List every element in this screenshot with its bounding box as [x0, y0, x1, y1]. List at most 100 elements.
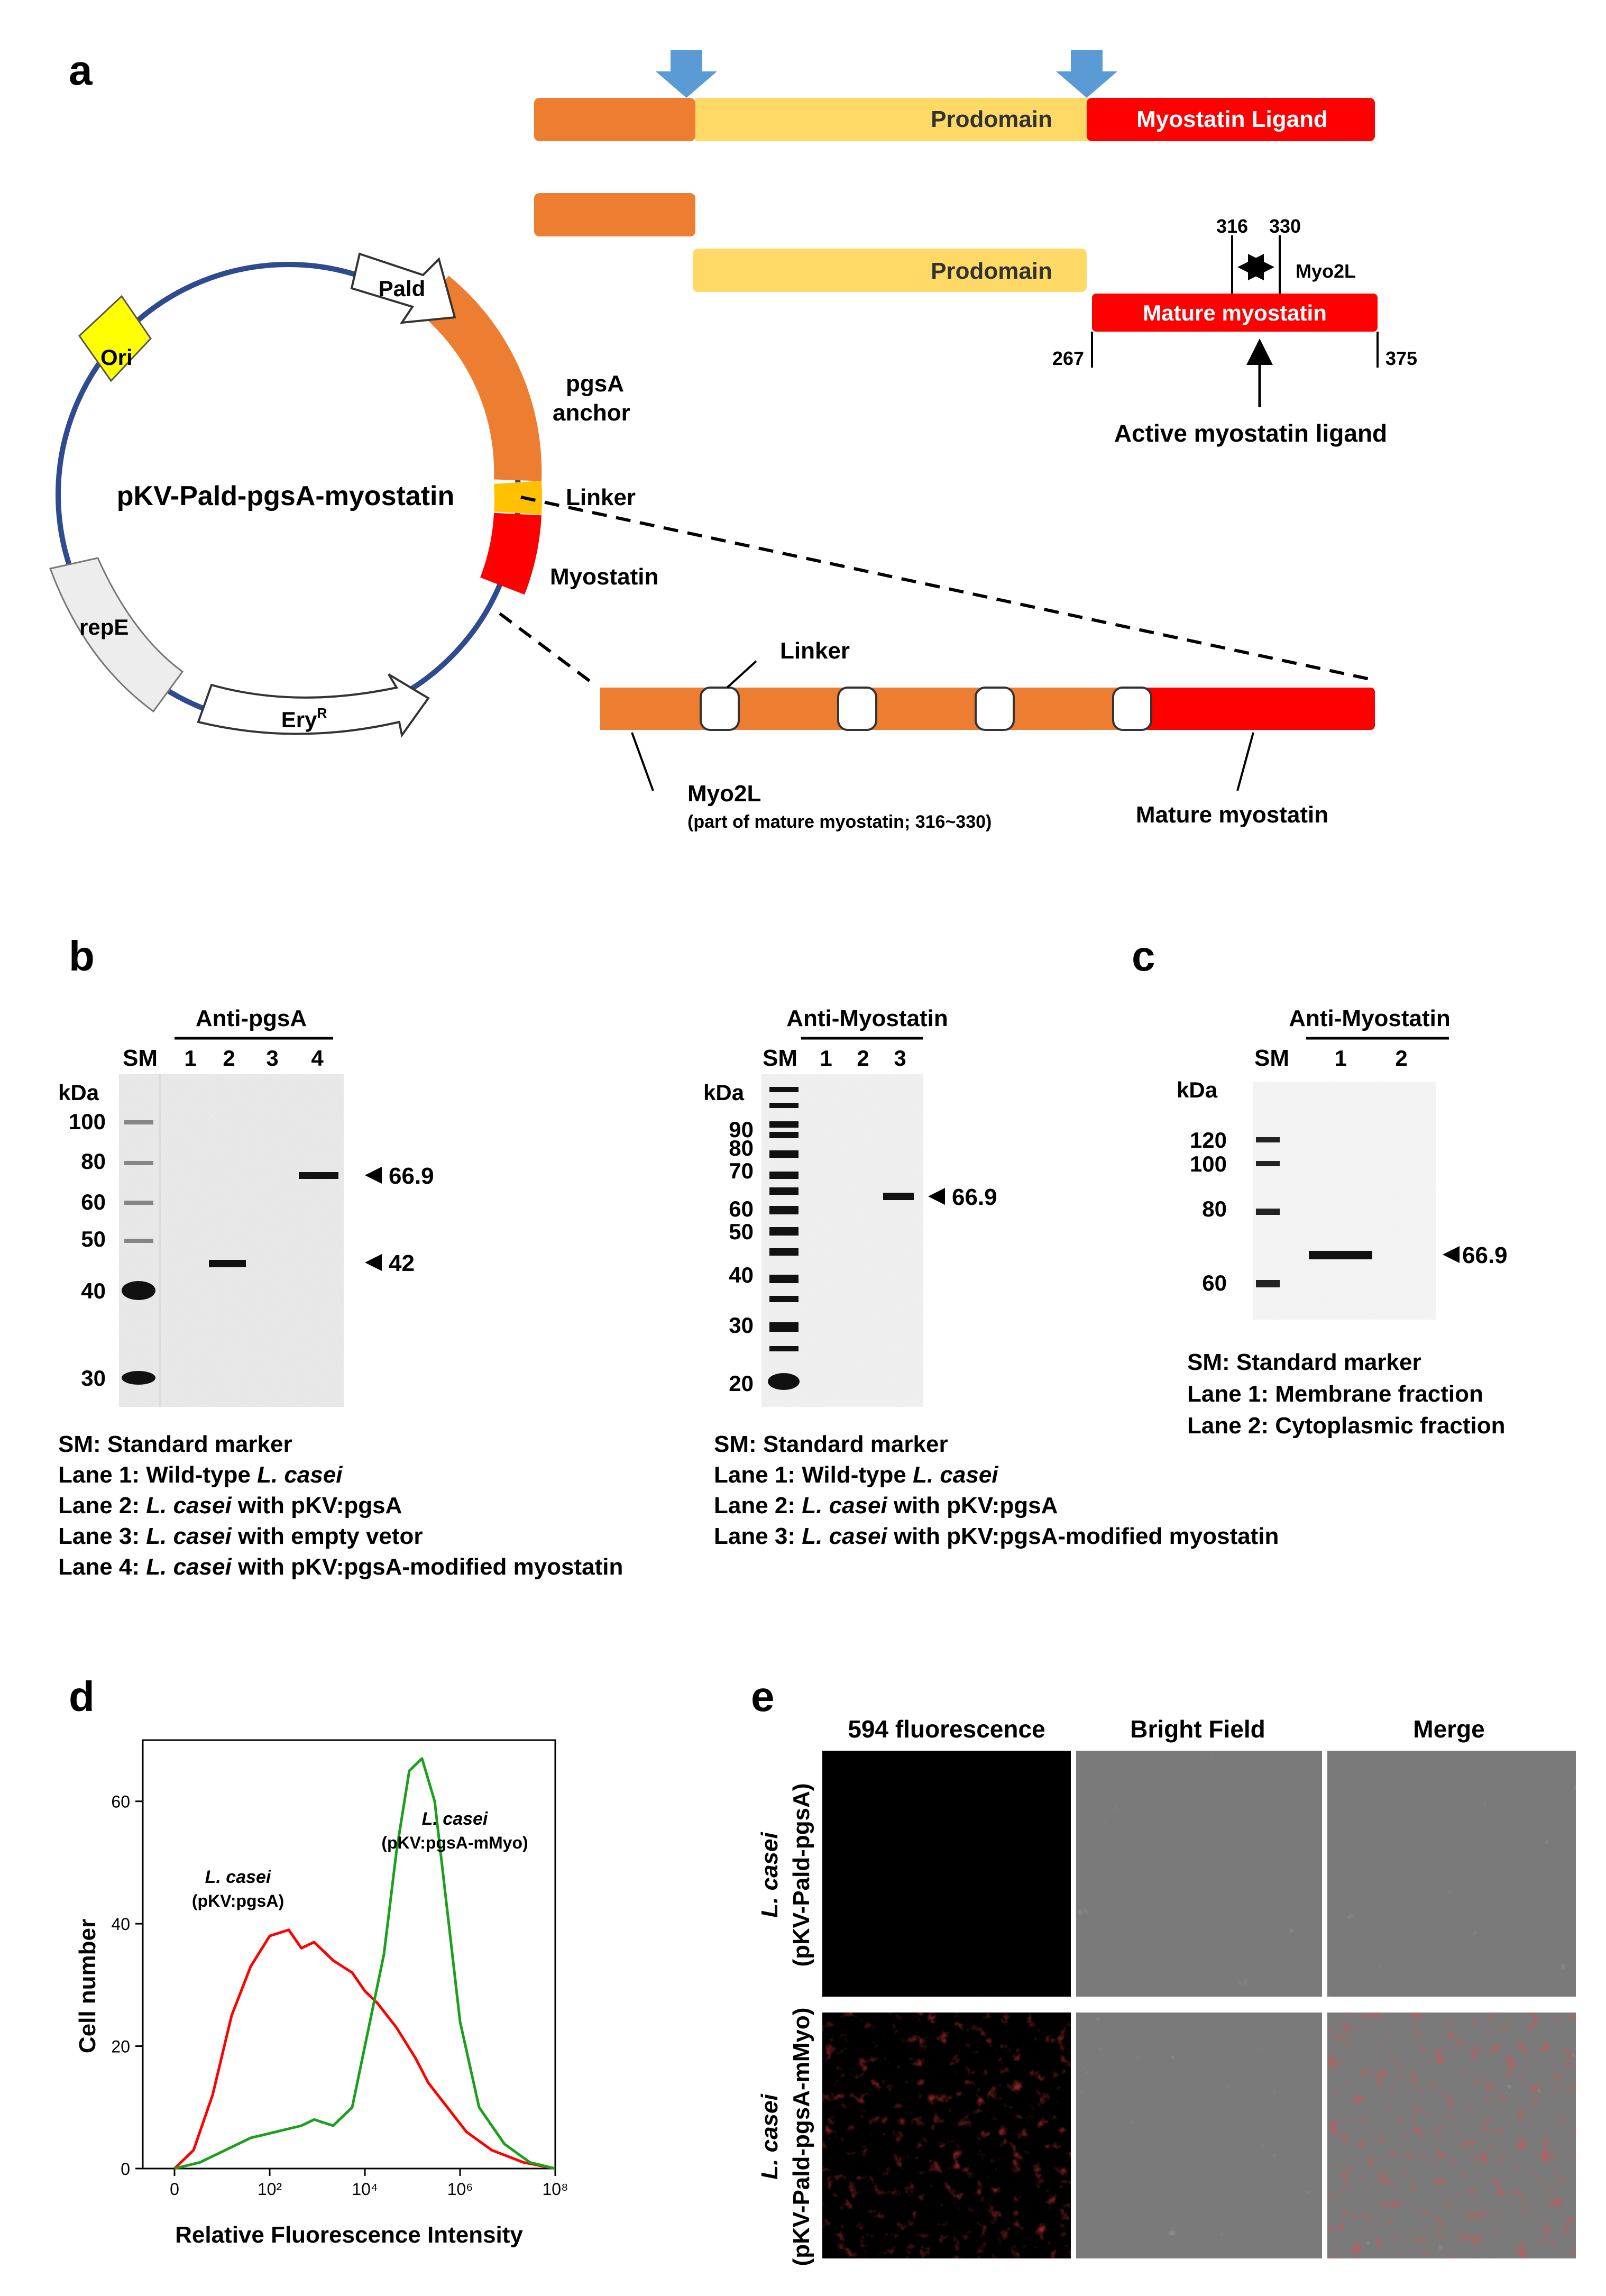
- prodomain-segment: [695, 98, 1089, 141]
- linker-box-label: Linker: [780, 638, 850, 664]
- column-header-594: 594 fluorescence: [848, 1715, 1045, 1743]
- kda-label-left: kDa: [58, 1080, 99, 1105]
- panel-c-label: c: [1132, 932, 1155, 980]
- repe-label: repE: [79, 615, 129, 639]
- repe-segment: [49, 557, 184, 713]
- lane-4-header: 4: [311, 1046, 324, 1071]
- active-ligand-label: Active myostatin ligand: [1114, 419, 1387, 447]
- micrograph-594-control: [822, 1751, 1071, 1997]
- marker-80: 80: [729, 1136, 754, 1160]
- marker-80: 80: [1202, 1196, 1227, 1221]
- myo2l-bottom-label: Myo2L: [687, 781, 761, 807]
- linker-box: [975, 687, 1015, 731]
- lane-3-header: 3: [266, 1046, 278, 1071]
- marker-20: 20: [729, 1371, 754, 1396]
- marker-60: 60: [81, 1190, 106, 1214]
- band-66-9-c: [1309, 1251, 1372, 1259]
- marker-90: 90: [729, 1117, 754, 1142]
- mature-myostatin-construct: [1129, 688, 1375, 730]
- eryr-label: EryR: [281, 705, 327, 732]
- cleavage-arrow-icon: [656, 50, 717, 98]
- kda-label-right: kDa: [703, 1080, 745, 1105]
- legend-line: SM: Standard marker: [58, 1431, 292, 1457]
- marker-50: 50: [81, 1227, 106, 1251]
- x-tick-label: 10⁸: [542, 2180, 568, 2199]
- band-66-9: [299, 1172, 338, 1179]
- legend-line: Lane 3: L. casei with empty vetor: [58, 1523, 423, 1549]
- marker-100: 100: [1190, 1151, 1227, 1176]
- band-66-9-right: [883, 1193, 914, 1200]
- pald-label: Pald: [379, 276, 426, 301]
- myostatin-label: Myostatin: [550, 564, 658, 590]
- series-line-pgsa: [173, 1928, 556, 2170]
- legend-line: Lane 1: Wild-type L. casei: [714, 1462, 998, 1488]
- lane-2-header-right: 2: [857, 1046, 869, 1071]
- anti-myostatin-title-c: Anti-Myostatin: [1289, 1005, 1451, 1031]
- lane-2-header-c: 2: [1395, 1046, 1407, 1071]
- prodomain-label: Prodomain: [931, 106, 1052, 132]
- position-316: 316: [1216, 215, 1248, 237]
- y-tick-label: 40: [111, 1915, 130, 1934]
- marker-30: 30: [729, 1313, 754, 1338]
- y-tick-label: 20: [111, 2037, 130, 2056]
- row-label-control-plasmid: (pKV-Pald-pgsA): [788, 1783, 814, 1966]
- plot-frame: [142, 1739, 556, 2170]
- cleavage-arrow-icon: [1056, 50, 1117, 98]
- arrow-42-left: 42: [389, 1250, 415, 1276]
- legend-line: SM: Standard marker: [714, 1431, 948, 1457]
- prodomain-cleaved: [693, 249, 1087, 292]
- sm-header-right: SM: [763, 1045, 797, 1071]
- linker-box: [1112, 687, 1152, 731]
- anti-myostatin-title-b: Anti-Myostatin: [786, 1005, 948, 1031]
- sm-header: SM: [123, 1045, 158, 1071]
- mature-myostatin-bar: [1092, 294, 1378, 332]
- plasmid-name: pKV-Pald-pgsA-myostatin: [117, 481, 455, 511]
- x-axis-label: Relative Fluorescence Intensity: [175, 2222, 523, 2248]
- panel-b-label: b: [69, 932, 95, 980]
- series-label-species: L. casei: [422, 1809, 489, 1829]
- band-42: [209, 1260, 246, 1267]
- myostatin-ligand-label: Myostatin Ligand: [1136, 106, 1328, 132]
- series-label-plasmid: (pKV:pgsA-mMyo): [381, 1833, 528, 1852]
- row-label-control-species: L. casei: [757, 1832, 783, 1918]
- ori-segment: [78, 295, 152, 382]
- legend-line: Lane 2: L. casei with pKV:pgsA: [714, 1493, 1058, 1519]
- lane-1-header-c: 1: [1334, 1046, 1346, 1071]
- panel-a-label: a: [69, 47, 93, 94]
- legend-c-sm: SM: Standard marker: [1187, 1349, 1421, 1375]
- eryr-segment: [197, 673, 430, 738]
- legend-line: Lane 3: L. casei with pKV:pgsA-modified …: [714, 1523, 1279, 1549]
- panel-e-label: e: [751, 1673, 775, 1720]
- x-tick-label: 10²: [258, 2180, 282, 2199]
- position-375: 375: [1385, 347, 1417, 369]
- mature-myostatin-label: Mature myostatin: [1143, 300, 1327, 325]
- linker-box: [837, 687, 877, 731]
- series-line-mmyo: [174, 1757, 556, 2170]
- y-tick-label: 60: [111, 1792, 130, 1812]
- panel-d-label: d: [69, 1673, 95, 1720]
- x-tick-label: 10⁶: [447, 2180, 473, 2199]
- y-tick-label: 0: [121, 2160, 130, 2179]
- row-label-mmyo-plasmid: (pKV-Pald-pgsA-mMyo): [788, 2008, 814, 2266]
- myo2l-label: Myo2L: [1296, 260, 1356, 282]
- marker-40: 40: [81, 1278, 106, 1303]
- marker-60: 60: [729, 1196, 754, 1221]
- legend-c-lane2: Lane 2: Cytoplasmic fraction: [1187, 1413, 1505, 1439]
- sm-header-c: SM: [1254, 1045, 1289, 1071]
- signal-peptide-cleaved: [534, 193, 695, 236]
- arrow-66-9-left: 66.9: [389, 1163, 434, 1189]
- myo2l-note: (part of mature myostatin; 316~330): [687, 812, 992, 832]
- linker-box: [700, 687, 740, 731]
- signal-peptide-segment: [534, 98, 695, 141]
- pgsa-anchor-segment: [418, 276, 542, 481]
- column-header-merge: Merge: [1413, 1715, 1484, 1743]
- marker-80: 80: [81, 1149, 106, 1174]
- x-tick-label: 10⁴: [352, 2180, 378, 2199]
- linker-label: Linker: [566, 484, 636, 510]
- myostatin-segment: [480, 513, 542, 595]
- arrow-66-9-right: 66.9: [952, 1184, 997, 1210]
